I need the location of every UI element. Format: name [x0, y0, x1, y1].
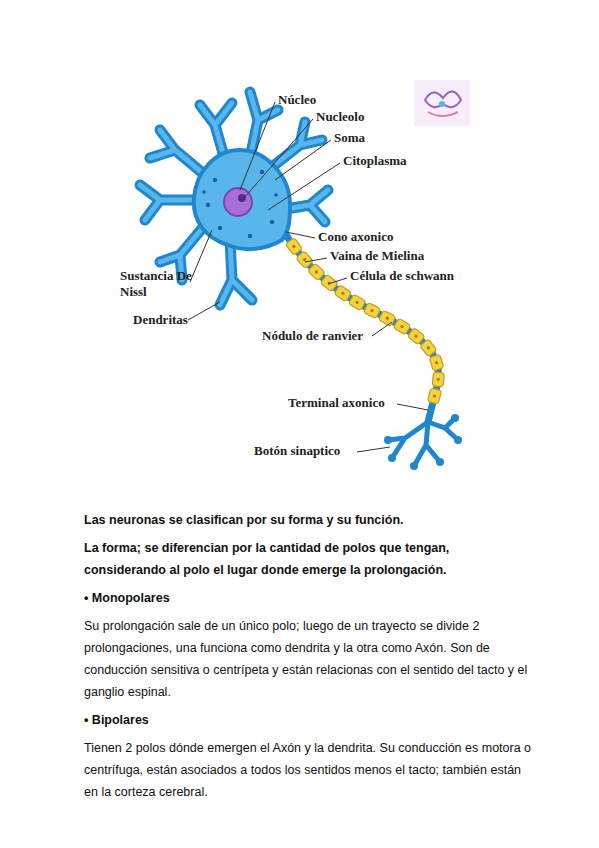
- myelin-segment: [393, 318, 411, 335]
- heading-paragraph: • Bipolares: [84, 709, 532, 731]
- nucleolus: [238, 194, 246, 202]
- body-paragraph: Tienen 2 polos dónde emergen el Axón y l…: [84, 737, 532, 803]
- heading-paragraph: La forma; se diferencian por la cantidad…: [84, 537, 532, 581]
- body-paragraph: Su prolongación sale de un único polo; l…: [84, 615, 532, 703]
- heading-paragraph: Las neuronas se clasifican por su forma …: [84, 509, 532, 531]
- nissl-bodies: [202, 170, 278, 238]
- synaptic-buttons: [384, 414, 462, 470]
- nucleus: [224, 188, 252, 216]
- myelin-segment: [427, 388, 441, 404]
- part-label: Nucleolo: [316, 109, 364, 125]
- myelin-segment: [429, 354, 444, 371]
- myelin-segment: [285, 238, 302, 256]
- schwann-nucleus: [303, 258, 306, 261]
- schwann-nucleus: [437, 378, 440, 381]
- part-label: Vaina de Mielina: [330, 248, 424, 264]
- myelin-segment: [363, 302, 380, 318]
- part-label: Botón sinaptico: [254, 443, 340, 459]
- myelin-segment: [308, 263, 326, 281]
- axon: [282, 228, 438, 422]
- part-label: Nódulo de ranvier: [262, 328, 363, 344]
- schwann-nucleus: [315, 270, 318, 273]
- part-label: Terminal axonico: [288, 395, 385, 411]
- myelin-segment: [432, 372, 444, 387]
- schwann-nucleus: [356, 301, 359, 304]
- myelin-segment: [348, 294, 366, 311]
- part-label: Núcleo: [278, 92, 316, 108]
- myelin-segment: [378, 310, 396, 326]
- heading-paragraph: • Monopolares: [84, 587, 532, 609]
- part-label: Sustancia De Nissl: [120, 268, 192, 300]
- schwann-nucleus: [386, 317, 389, 320]
- part-label: Dendritas: [133, 312, 188, 328]
- part-label: Soma: [334, 130, 365, 146]
- schwann-nucleus: [370, 309, 373, 312]
- part-label: Cono axonico: [318, 229, 393, 245]
- schwann-nucleus: [435, 361, 438, 364]
- part-label: Citoplasma: [343, 153, 407, 169]
- schwann-nucleus: [341, 292, 344, 295]
- schwann-nucleus: [414, 335, 417, 338]
- myelin-segment: [407, 327, 425, 344]
- schwann-nucleus: [433, 394, 436, 397]
- myelin-segment: [296, 251, 314, 269]
- myelin-segment: [420, 339, 437, 357]
- axon-terminal: [388, 418, 458, 466]
- myelin-segment: [334, 285, 352, 302]
- text-column: Las neuronas se clasifican por su forma …: [84, 509, 532, 809]
- part-label: Célula de schwann: [350, 268, 454, 284]
- schwann-nucleus: [427, 346, 430, 349]
- soma: [194, 150, 290, 249]
- logo: [414, 80, 470, 126]
- schwann-nucleus: [400, 325, 403, 328]
- myelin-segments: [285, 238, 444, 405]
- schwann-nucleus: [292, 245, 295, 248]
